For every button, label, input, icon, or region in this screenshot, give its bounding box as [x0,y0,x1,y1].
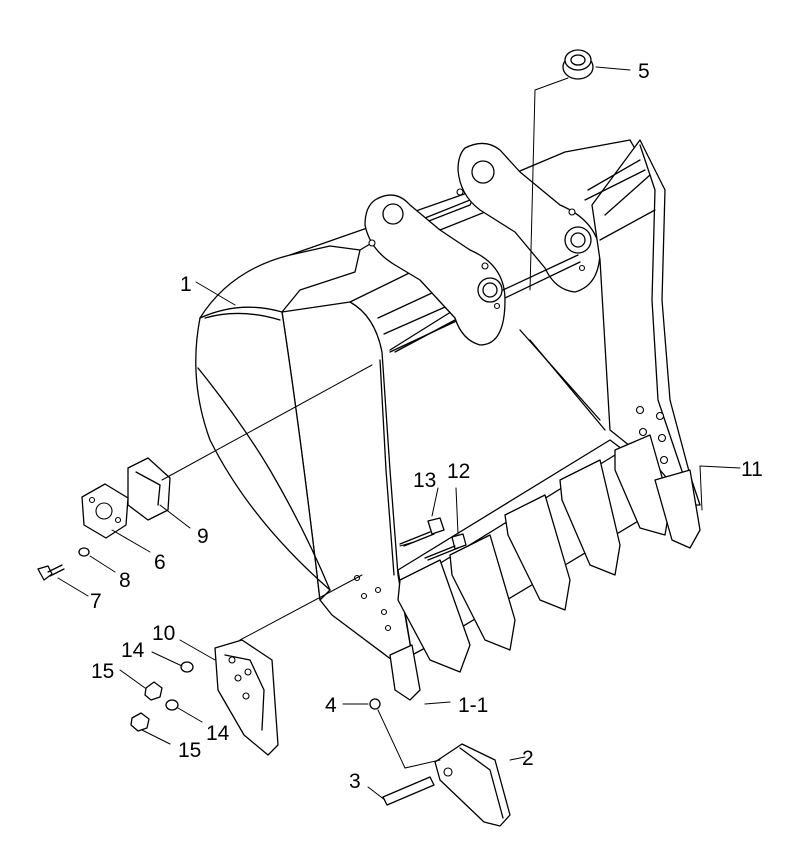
callout-5: 5 [638,60,650,83]
small-parts [37,49,594,827]
callout-4: 4 [325,694,337,717]
callout-15-lower: 15 [178,739,201,762]
callout-1-1: 1-1 [458,694,488,717]
side-cutter-panel [214,639,279,756]
callout-12: 12 [447,460,470,483]
leader-lines [57,66,741,801]
adapter-row [389,434,701,701]
callout-8: 8 [119,569,131,592]
callout-15-upper: 15 [91,660,114,683]
callout-9: 9 [197,525,209,548]
callout-3: 3 [349,770,361,793]
callout-6: 6 [154,551,166,574]
callout-13: 13 [413,469,436,492]
callout-11: 11 [741,458,763,481]
callout-14-upper: 14 [121,639,145,662]
callout-1: 1 [180,273,192,296]
callout-10: 10 [152,622,175,645]
bucket-body [195,139,701,661]
callout-7: 7 [90,590,102,613]
callout-2: 2 [522,747,534,770]
callout-14-lower: 14 [206,722,230,745]
callout-labels: 1 5 9 6 8 7 13 12 11 10 14 15 14 15 4 1-… [90,60,763,793]
